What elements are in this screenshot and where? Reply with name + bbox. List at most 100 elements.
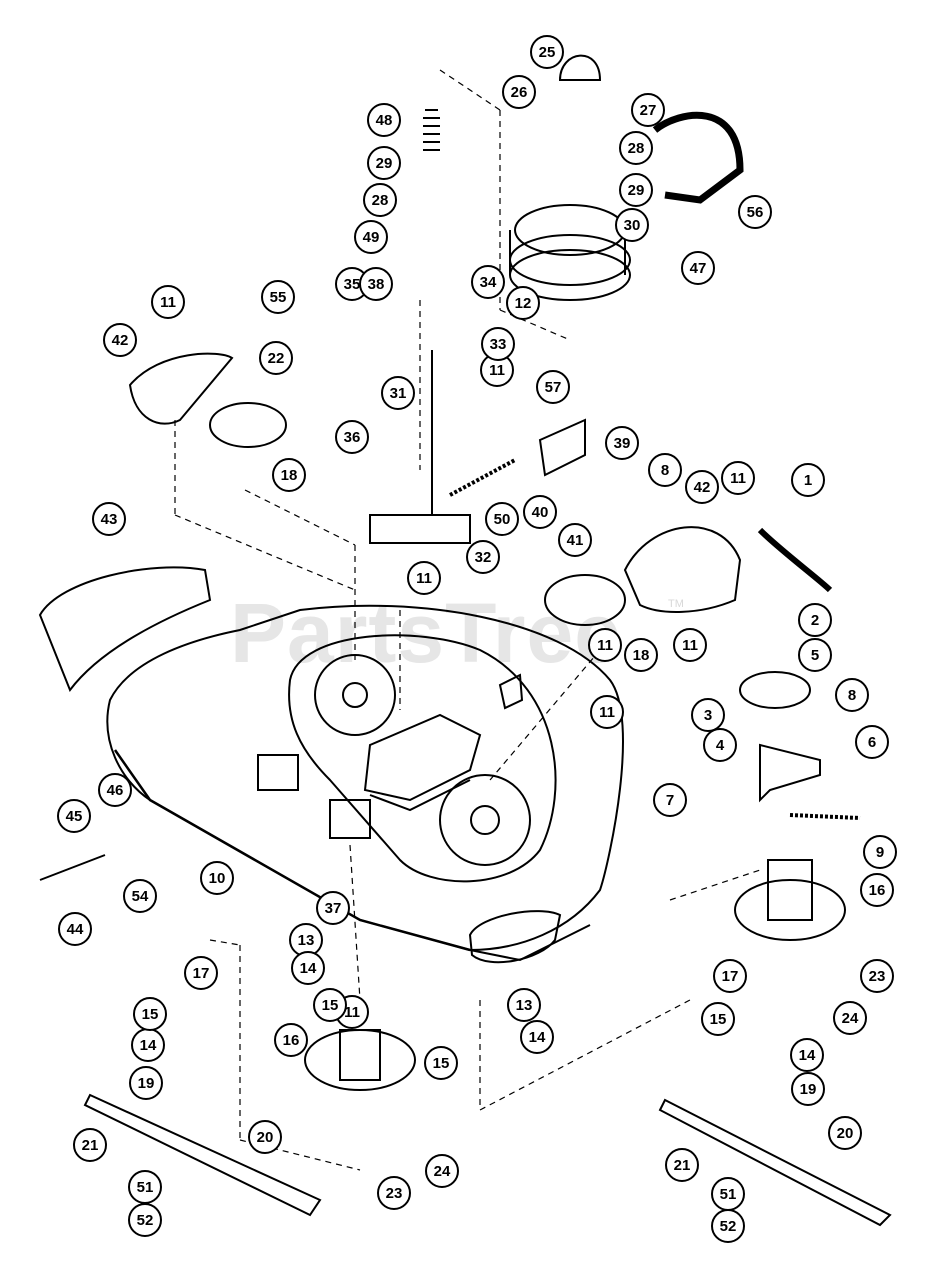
callout-label: 22 xyxy=(268,350,285,367)
callout-label: 48 xyxy=(376,112,393,129)
spindle-housing-16-right xyxy=(734,879,846,941)
callout-13: 13 xyxy=(289,923,323,957)
callout-12: 12 xyxy=(506,286,540,320)
callout-51: 51 xyxy=(128,1170,162,1204)
callout-label: 16 xyxy=(869,882,886,899)
callout-label: 33 xyxy=(490,336,507,353)
callout-circle xyxy=(738,195,772,229)
callout-19: 19 xyxy=(791,1072,825,1106)
callout-circle xyxy=(200,861,234,895)
callout-circle xyxy=(673,628,707,662)
callout-label: 51 xyxy=(720,1186,737,1203)
callout-29: 29 xyxy=(619,173,653,207)
callout-circle xyxy=(313,988,347,1022)
callout-8: 8 xyxy=(648,453,682,487)
callout-circle xyxy=(863,835,897,869)
callout-label: 13 xyxy=(516,997,533,1014)
callout-7: 7 xyxy=(653,783,687,817)
callout-circle xyxy=(605,426,639,460)
callout-10: 10 xyxy=(200,861,234,895)
callout-label: 15 xyxy=(142,1006,159,1023)
left-discharge-cover xyxy=(128,352,234,425)
callout-circle xyxy=(363,183,397,217)
callout-label: 3 xyxy=(704,707,712,724)
bracket-39 xyxy=(538,418,586,477)
callout-23: 23 xyxy=(860,959,894,993)
callout-label: 11 xyxy=(416,570,432,587)
callout-label: 19 xyxy=(138,1075,155,1092)
callout-48: 48 xyxy=(367,103,401,137)
callout-label: 40 xyxy=(532,504,549,521)
callout-label: 42 xyxy=(694,479,711,496)
callout-label: 15 xyxy=(710,1011,727,1028)
callout-label: 2 xyxy=(811,612,819,629)
callout-label: 14 xyxy=(799,1047,816,1064)
callout-27: 27 xyxy=(631,93,665,127)
callout-39: 39 xyxy=(605,426,639,460)
callout-57: 57 xyxy=(536,370,570,404)
callout-28: 28 xyxy=(619,131,653,165)
callout-11: 11 xyxy=(151,285,185,319)
callout-label: 34 xyxy=(480,274,497,291)
callout-label: 38 xyxy=(368,276,385,293)
callout-label: 7 xyxy=(666,792,674,809)
callout-label: 43 xyxy=(101,511,118,528)
callout-15: 15 xyxy=(133,997,167,1031)
callout-50: 50 xyxy=(485,502,519,536)
callout-label: 11 xyxy=(730,470,746,487)
callout-21: 21 xyxy=(73,1128,107,1162)
callout-circle xyxy=(653,783,687,817)
callout-label: 30 xyxy=(624,217,641,234)
callout-47: 47 xyxy=(681,251,715,285)
deck-spindle-left xyxy=(314,654,396,736)
spindle-cover-22 xyxy=(209,402,287,448)
callout-circle xyxy=(624,638,658,672)
callout-32: 32 xyxy=(466,540,500,574)
deck-housing xyxy=(106,604,624,952)
callout-circle xyxy=(523,495,557,529)
callout-circle xyxy=(407,561,441,595)
spring-50 xyxy=(449,458,516,497)
callout-6: 6 xyxy=(855,725,889,759)
callout-circle xyxy=(507,988,541,1022)
callout-circle xyxy=(631,93,665,127)
callout-circle xyxy=(691,698,725,732)
watermark: PartsTree xyxy=(230,586,622,680)
callout-circle xyxy=(261,280,295,314)
callout-15: 15 xyxy=(313,988,347,1022)
callout-label: 46 xyxy=(107,782,124,799)
callout-label: 52 xyxy=(720,1218,737,1235)
callout-label: 25 xyxy=(539,44,556,61)
callout-24: 24 xyxy=(833,1001,867,1035)
callout-54: 54 xyxy=(123,879,157,913)
callout-label: 23 xyxy=(386,1185,403,1202)
callout-11: 11 xyxy=(721,461,755,495)
callout-22: 22 xyxy=(259,341,293,375)
callout-14: 14 xyxy=(790,1038,824,1072)
callout-circle xyxy=(855,725,889,759)
callout-label: 47 xyxy=(690,260,707,277)
callout-11: 11 xyxy=(673,628,707,662)
callout-label: 14 xyxy=(529,1029,546,1046)
callout-label: 18 xyxy=(281,467,298,484)
callout-circle xyxy=(685,470,719,504)
callout-52: 52 xyxy=(128,1203,162,1237)
callout-18: 18 xyxy=(624,638,658,672)
callout-circle xyxy=(184,956,218,990)
callout-51: 51 xyxy=(711,1177,745,1211)
callout-circle xyxy=(798,603,832,637)
callout-circle xyxy=(713,959,747,993)
callout-circle xyxy=(425,1154,459,1188)
callout-41: 41 xyxy=(558,523,592,557)
callout-14: 14 xyxy=(291,951,325,985)
callout-circle xyxy=(502,75,536,109)
cap-25 xyxy=(558,54,602,81)
callout-28: 28 xyxy=(363,183,397,217)
callout-circle xyxy=(703,728,737,762)
callout-1: 1 xyxy=(791,463,825,497)
deck-spindle-right xyxy=(439,774,531,866)
callout-label: 41 xyxy=(567,532,584,549)
callout-label: 20 xyxy=(257,1129,274,1146)
callout-18: 18 xyxy=(272,458,306,492)
callout-label: 15 xyxy=(433,1055,450,1072)
